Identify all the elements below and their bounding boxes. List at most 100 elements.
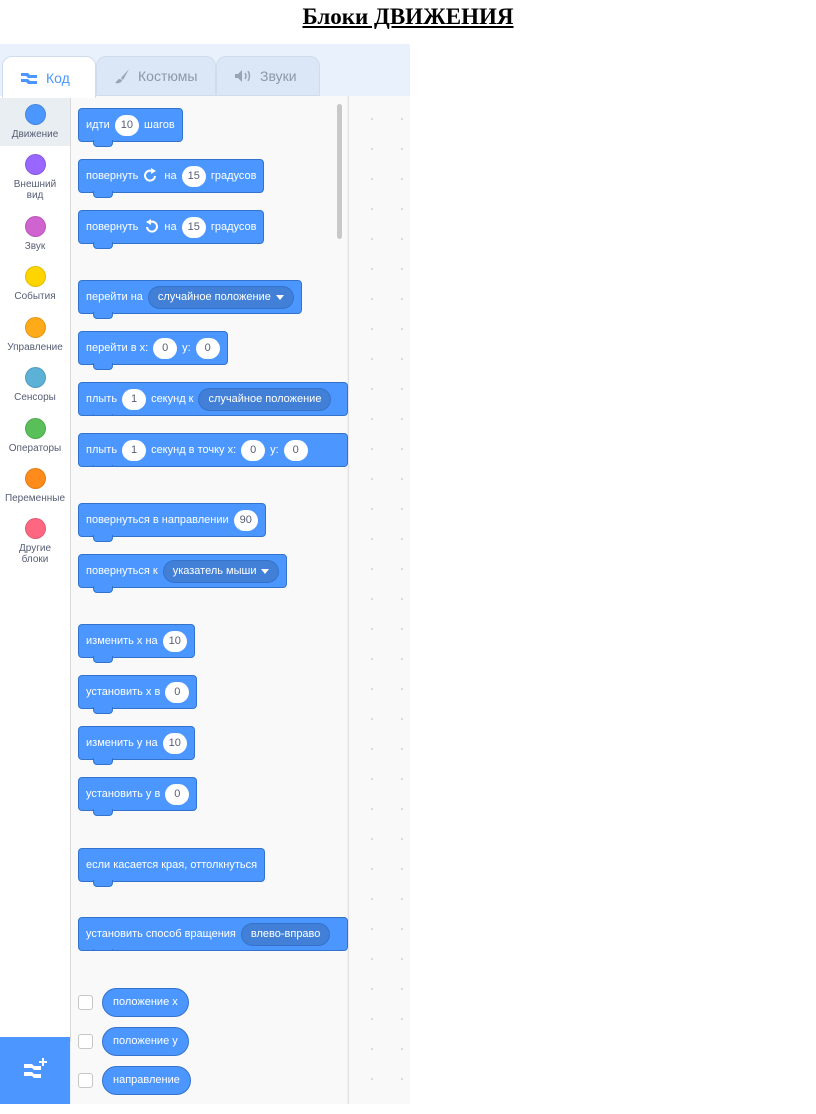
glide-target-dropdown[interactable]: случайное положение [198,387,332,411]
steps-input[interactable]: 10 [114,114,139,136]
block-label: на [164,221,177,233]
block-change-x[interactable]: изменить x на 10 [78,624,195,663]
degrees-input[interactable]: 15 [181,216,206,238]
category-sound-dot [24,216,46,237]
category-label: Переменные [4,493,66,504]
category-sound[interactable]: Звук [0,216,70,252]
category-control-dot [24,317,46,338]
block-point-direction[interactable]: повернуться в направлении 90 [78,503,266,542]
block-turn-right[interactable]: повернуть на 15 градусов [78,159,265,198]
seconds-input[interactable]: 1 [122,388,147,410]
degrees-input[interactable]: 15 [181,165,206,187]
block-label: перейти в x: [86,342,149,354]
goto-target-dropdown[interactable]: случайное положение [147,285,294,309]
set-y-input[interactable]: 0 [165,783,190,805]
y-input[interactable]: 0 [283,439,308,461]
category-control[interactable]: Управление [0,317,70,353]
block-label: y: [270,444,279,456]
block-label: перейти на [86,291,143,303]
block-label: повернуть [86,170,139,182]
category-sensing[interactable]: Сенсоры [0,367,70,403]
category-looks[interactable]: Внешний вид [0,154,70,201]
x-input[interactable]: 0 [153,337,178,359]
reporter-direction[interactable]: направление [102,1065,191,1095]
block-set-x[interactable]: установить x в 0 [78,675,198,714]
block-move-steps[interactable]: идти 10 шагов [78,108,183,147]
tab-code-label: Код [46,69,70,86]
category-label: Звук [24,241,46,252]
chevron-down-icon [261,568,270,574]
block-label: градусов [210,170,257,182]
block-change-y[interactable]: изменить y на 10 [78,726,195,765]
category-label: Внешний вид [13,179,57,201]
block-label: идти [86,119,110,131]
category-events-dot [24,266,46,287]
dropdown-value: случайное положение [208,393,322,405]
category-looks-dot [24,154,46,175]
block-label: секунд к [151,393,194,405]
block-label: если касается края, оттолкнуться [86,859,258,871]
block-turn-left[interactable]: повернуть на 15 градусов [78,210,265,249]
tab-code[interactable]: Код [2,56,96,98]
reporter-checkbox[interactable] [78,1072,93,1088]
category-variables[interactable]: Переменные [0,468,70,504]
block-goto[interactable]: перейти на случайное положение [78,280,302,319]
category-variables-dot [24,468,46,489]
category-label: Движение [11,129,59,140]
rotation-style-dropdown[interactable]: влево-вправо [240,922,331,946]
block-label: y: [182,342,191,354]
block-label: установить y в [86,788,161,800]
category-events[interactable]: События [0,266,70,302]
y-input[interactable]: 0 [195,337,220,359]
category-motion-dot [24,104,46,125]
category-label: Другие блоки [18,543,52,565]
category-operators[interactable]: Операторы [0,418,70,454]
seconds-input[interactable]: 1 [122,439,147,461]
block-point-towards[interactable]: повернуться к указатель мыши [78,554,288,593]
block-rotation-style[interactable]: установить способ вращения влево-вправо [78,917,348,951]
block-label: изменить x на [86,635,158,647]
reporter-row: положение y [78,1026,189,1056]
category-sensing-dot [24,367,46,388]
block-label: на [164,170,177,182]
category-label: Управление [7,342,63,353]
chevron-down-icon [275,294,284,300]
reporter-checkbox[interactable] [78,1033,93,1049]
block-label: плыть [86,393,118,405]
set-x-input[interactable]: 0 [165,681,190,703]
category-label: События [14,291,56,302]
reporter-row: направление [78,1065,191,1095]
reporter-y-position[interactable]: положение y [102,1026,189,1056]
direction-input[interactable]: 90 [233,509,258,531]
block-glide-xy[interactable]: плыть 1 секунд в точку x: 0 y: 0 [78,433,348,467]
x-input[interactable]: 0 [241,439,266,461]
towards-target-dropdown[interactable]: указатель мыши [162,559,280,583]
category-motion[interactable]: Движение [0,98,70,146]
rotate-left-icon [143,218,159,236]
change-y-input[interactable]: 10 [162,732,187,754]
code-workspace[interactable] [348,96,410,1104]
dropdown-value: указатель мыши [172,565,257,577]
block-goto-xy[interactable]: перейти в x: 0 y: 0 [78,331,228,370]
palette-scrollbar[interactable] [337,104,342,239]
block-label: изменить y на [86,737,158,749]
scratch-editor: Код Костюмы Звуки Движение Внешний вид З… [0,44,410,1104]
tab-sounds[interactable]: Звуки [216,56,320,96]
category-my-blocks[interactable]: Другие блоки [0,518,70,565]
category-my-blocks-dot [24,518,46,539]
reporter-checkbox[interactable] [78,994,93,1010]
block-label: шагов [144,119,175,131]
block-label: повернуться к [86,565,158,577]
change-x-input[interactable]: 10 [162,630,187,652]
block-label: установить способ вращения [86,928,236,940]
block-glide-to[interactable]: плыть 1 секунд к случайное положение [78,382,348,416]
block-set-y[interactable]: установить y в 0 [78,777,198,816]
category-operators-dot [24,418,46,439]
tab-costumes[interactable]: Костюмы [96,56,216,96]
tab-costumes-label: Костюмы [138,68,198,84]
reporter-x-position[interactable]: положение x [102,987,189,1017]
dropdown-value: влево-вправо [250,928,321,940]
add-extension-button[interactable] [0,1037,70,1104]
block-label: повернуться в направлении [86,514,229,526]
block-bounce[interactable]: если касается края, оттолкнуться [78,848,266,887]
